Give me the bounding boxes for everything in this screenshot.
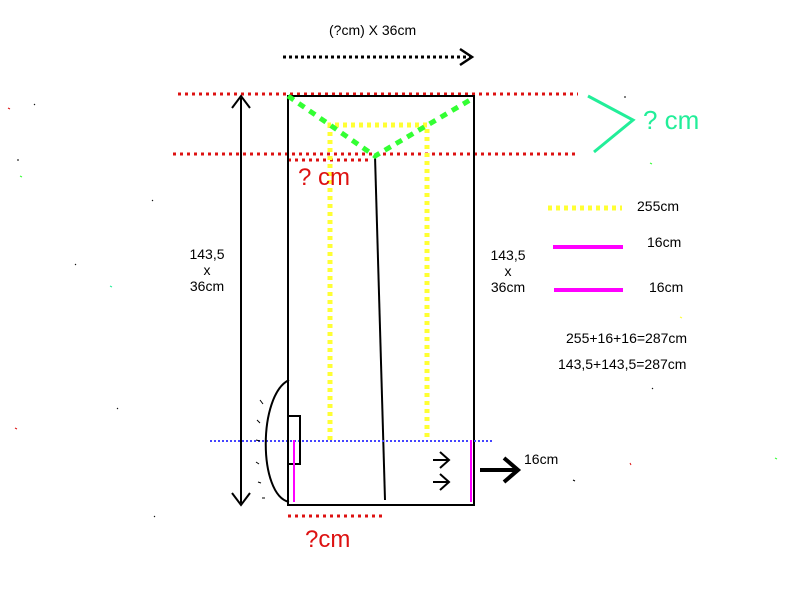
speck bbox=[151, 199, 154, 202]
speck bbox=[572, 479, 576, 482]
right-dimension-line3: 36cm bbox=[490, 279, 526, 296]
yellow-dotted-path bbox=[327, 122, 430, 440]
speck bbox=[19, 175, 23, 178]
legend-label-magenta-1: 16cm bbox=[647, 234, 682, 250]
legend-label-magenta-2: 16cm bbox=[649, 279, 684, 295]
red-label-bottom: ?cm bbox=[305, 526, 351, 553]
tick-5 bbox=[257, 481, 262, 484]
panel-outline bbox=[287, 95, 475, 506]
speck bbox=[651, 387, 654, 390]
speck bbox=[14, 427, 18, 430]
speck bbox=[649, 162, 653, 165]
green-dotted-v bbox=[286, 93, 472, 159]
teal-bracket bbox=[587, 94, 636, 154]
inner-arrow-1 bbox=[433, 451, 451, 469]
half-circle bbox=[264, 379, 290, 503]
speck bbox=[109, 285, 113, 288]
equation-1: 255+16+16=287cm bbox=[566, 330, 688, 346]
speck bbox=[774, 457, 778, 460]
right-dimension-label: 143,5 x 36cm bbox=[485, 247, 531, 295]
red-label-top: ? cm bbox=[298, 164, 351, 191]
legend-label-yellow: 255cm bbox=[637, 198, 680, 214]
stray-specks bbox=[7, 96, 778, 518]
left-height-arrowhead-bottom bbox=[231, 492, 251, 507]
speck bbox=[629, 462, 632, 466]
right-dimension-line1: 143,5 bbox=[490, 247, 526, 263]
speck bbox=[153, 515, 156, 518]
tick-2 bbox=[256, 419, 261, 424]
right-dimension-line2: x bbox=[504, 263, 512, 280]
top-width-arrowhead bbox=[459, 47, 475, 67]
left-dimension-line3: 36cm bbox=[189, 278, 225, 295]
tick-4 bbox=[255, 461, 260, 465]
speck bbox=[33, 103, 36, 106]
left-dimension-label: 143,5 x 36cm bbox=[184, 246, 230, 294]
top-label: (?cm) X 36cm bbox=[329, 22, 417, 38]
bold-arrow bbox=[480, 456, 522, 484]
equation-2: 143,5+143,5=287cm bbox=[558, 356, 687, 372]
green-label: ? cm bbox=[643, 105, 700, 135]
speck bbox=[679, 316, 683, 319]
speck bbox=[74, 263, 77, 266]
left-dimension-line1: 143,5 bbox=[189, 246, 225, 262]
tick-3 bbox=[255, 439, 261, 442]
speck bbox=[116, 407, 119, 410]
half-circle-ticks bbox=[255, 399, 265, 499]
inner-arrow-2 bbox=[433, 473, 451, 491]
left-dimension-line2: x bbox=[203, 262, 211, 279]
tick-1 bbox=[259, 399, 264, 405]
arrow-label: 16cm bbox=[524, 451, 559, 467]
slanted-line bbox=[374, 155, 386, 501]
speck bbox=[7, 107, 11, 110]
left-height-arrowhead-top bbox=[231, 94, 251, 109]
